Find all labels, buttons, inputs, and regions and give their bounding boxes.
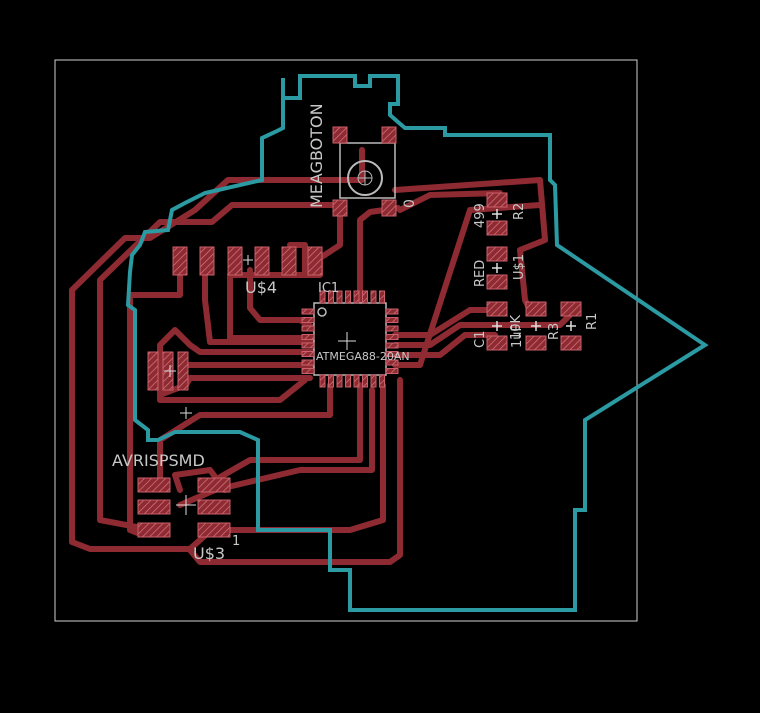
trace [157, 382, 333, 488]
ic-pin-pad [301, 351, 315, 357]
trace [392, 312, 573, 348]
ic-value-label: ATMEGA88-20AN [316, 350, 410, 363]
ic-pin-pad [385, 368, 399, 374]
ic-pin-pad [379, 374, 385, 388]
ic-pin-pad [301, 359, 315, 366]
ic-pin-pad [353, 290, 360, 304]
ic-pin-pad [385, 308, 399, 315]
trace [187, 377, 403, 565]
c1-name-label: C1 [473, 331, 488, 348]
ic-pin-pad [328, 374, 334, 388]
component-u2-three-pads [147, 351, 192, 419]
ic-pin-pad [379, 290, 385, 304]
ic-name-label: IC1 [318, 281, 339, 296]
ic-pin-pad [385, 325, 399, 332]
ic-pin-pad [301, 368, 315, 374]
ic-pin-pad [370, 374, 377, 388]
resistor-r3: 10K R3 [509, 301, 562, 351]
trace [157, 327, 321, 403]
trace [392, 307, 493, 338]
component-avrisp-u3: AVRISPSMD U$3 1 [112, 451, 240, 563]
led-red-label: RED [473, 260, 488, 287]
ic-pin-pad [336, 374, 343, 388]
r3-name-label: R3 [547, 323, 562, 340]
c1-value-label: 1uF [510, 324, 525, 348]
pushbutton-meagboton: MEAGBOTON 0 [307, 103, 418, 217]
ic-pin-pad [370, 290, 377, 304]
ic-pin-pad [301, 325, 315, 332]
component-u4: U$4 [172, 246, 323, 297]
ic-pin-pad [362, 290, 368, 304]
trace [287, 242, 308, 275]
button-name-label: MEAGBOTON [307, 103, 326, 208]
ic-pin-pad [336, 290, 343, 304]
ic-pin-pad [385, 359, 399, 366]
board-dimension-frame [54, 59, 638, 622]
ic-pin-pad [301, 342, 315, 349]
capacitor-c1: C1 1uF [473, 301, 525, 351]
trace [202, 267, 323, 345]
led-red-u1: RED U$1 [473, 246, 527, 290]
trace [212, 382, 363, 483]
ic-pin-pad [328, 290, 334, 304]
button-value-label: 0 [402, 199, 418, 208]
u1-label: U$1 [512, 254, 527, 280]
ic-pin-pad [385, 334, 399, 340]
trace [97, 202, 335, 531]
u3-label: U$3 [193, 544, 225, 563]
u3-pin1-label: 1 [232, 534, 240, 549]
trace [397, 190, 503, 213]
trace [247, 267, 323, 335]
ic-pin-pad [362, 374, 368, 388]
trace [157, 375, 313, 403]
r1-name-label: R1 [585, 313, 600, 330]
trace [177, 387, 375, 508]
r3-value-label: 10K [509, 314, 524, 340]
component-ic1: IC1 ATMEGA88-20AN [301, 281, 410, 388]
board-outline-cut [125, 74, 709, 612]
r2-name-label: R2 [512, 203, 527, 220]
r2-value-label: 499 [473, 203, 488, 228]
trace [69, 147, 365, 552]
resistor-r1: R1 [560, 301, 600, 351]
ic-pin-pad [345, 374, 351, 388]
ic-pin-pad [385, 317, 399, 323]
ic-pin-pad [385, 351, 399, 357]
trace [392, 332, 498, 358]
u4-label: U$4 [245, 278, 277, 297]
ic-pin-pad [345, 290, 351, 304]
ic-pin-pad [301, 334, 315, 340]
trace [357, 205, 401, 303]
resistor-r2: 499 R2 [473, 192, 527, 236]
ic-pin-pad [385, 342, 399, 349]
ic-pin-pad [353, 374, 360, 388]
ic-pin-pad [319, 374, 326, 388]
ic-pin-pad [319, 290, 326, 304]
ic-pin-pad [301, 308, 315, 315]
ic-pin-pad [301, 317, 315, 323]
avrisp-label: AVRISPSMD [112, 451, 205, 470]
